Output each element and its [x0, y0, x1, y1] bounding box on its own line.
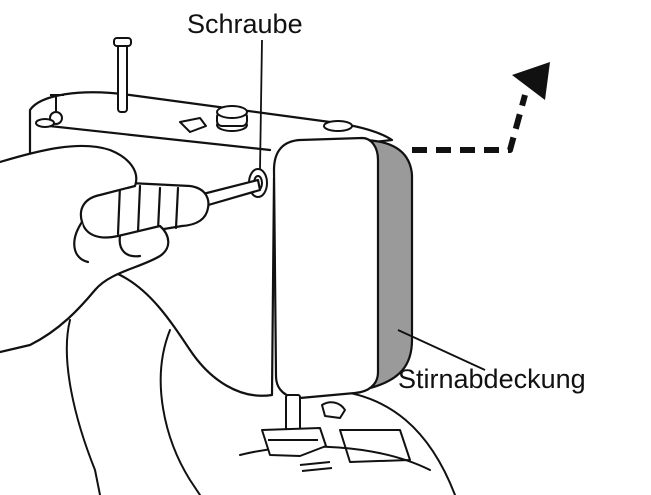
arrow-head	[512, 62, 550, 100]
face-cover-leader-line	[397, 329, 486, 371]
removal-arrow	[412, 62, 550, 153]
hand	[0, 144, 170, 354]
face-cover-label: Stirnabdeckung	[398, 364, 586, 394]
needle-area	[261, 394, 346, 472]
face-cover	[272, 136, 414, 400]
spool-pin	[117, 41, 128, 113]
screw-label: Schraube	[187, 9, 303, 39]
top-controls	[35, 37, 353, 133]
leader-lines	[259, 39, 486, 371]
screw-leader-line	[259, 39, 263, 171]
